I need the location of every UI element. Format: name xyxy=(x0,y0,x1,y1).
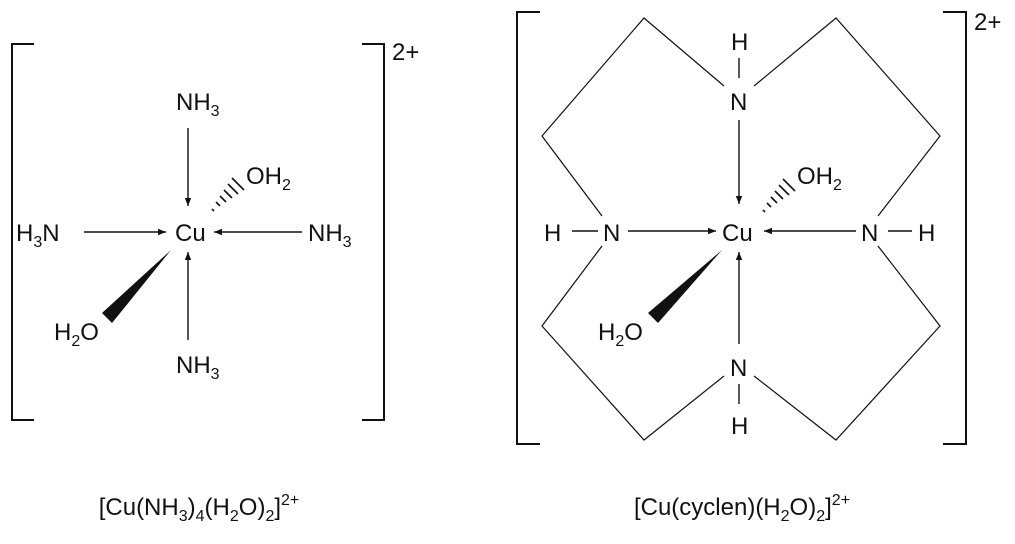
caption-complex-2: [Cu(cyclen)(H2O)2]2+ xyxy=(634,492,850,525)
complex-2: 2+ Cu H N N xyxy=(516,9,1001,525)
cu-center: Cu xyxy=(175,220,206,247)
h3n-left: H3N xyxy=(16,220,60,251)
cyclen-ring xyxy=(541,17,941,441)
n-left: N xyxy=(603,220,620,247)
n-bottom: N xyxy=(730,355,747,382)
h-bottom: H xyxy=(731,413,748,440)
n-top: N xyxy=(730,89,747,116)
hashed-bond xyxy=(762,178,796,213)
h-top: H xyxy=(731,29,748,56)
right-bracket xyxy=(943,11,967,445)
h2o-label: H2O xyxy=(54,319,99,350)
cu-center: Cu xyxy=(722,220,753,247)
nh3-bottom: NH3 xyxy=(176,352,220,383)
caption-complex-1: [Cu(NH3)4(H2O)2]2+ xyxy=(99,492,300,525)
nh3-right: NH3 xyxy=(308,220,352,251)
charge-label: 2+ xyxy=(974,9,1001,36)
charge-label: 2+ xyxy=(392,39,419,66)
n-right: N xyxy=(861,220,878,247)
left-bracket xyxy=(11,43,34,421)
right-bracket xyxy=(362,43,385,421)
h-right: H xyxy=(918,220,935,247)
complex-1: 2+ Cu NH3 NH3 NH3 H3N OH2 H2O [Cu(NH3)4(… xyxy=(11,39,419,525)
left-bracket xyxy=(516,11,540,445)
nh3-top: NH3 xyxy=(176,89,220,120)
wedge-bond xyxy=(102,250,171,323)
oh2-label: OH2 xyxy=(246,163,291,194)
h-left: H xyxy=(544,220,561,247)
hashed-bond xyxy=(211,177,245,212)
oh2-label: OH2 xyxy=(797,163,842,194)
h2o-label: H2O xyxy=(598,319,643,350)
wedge-bond xyxy=(648,250,722,323)
